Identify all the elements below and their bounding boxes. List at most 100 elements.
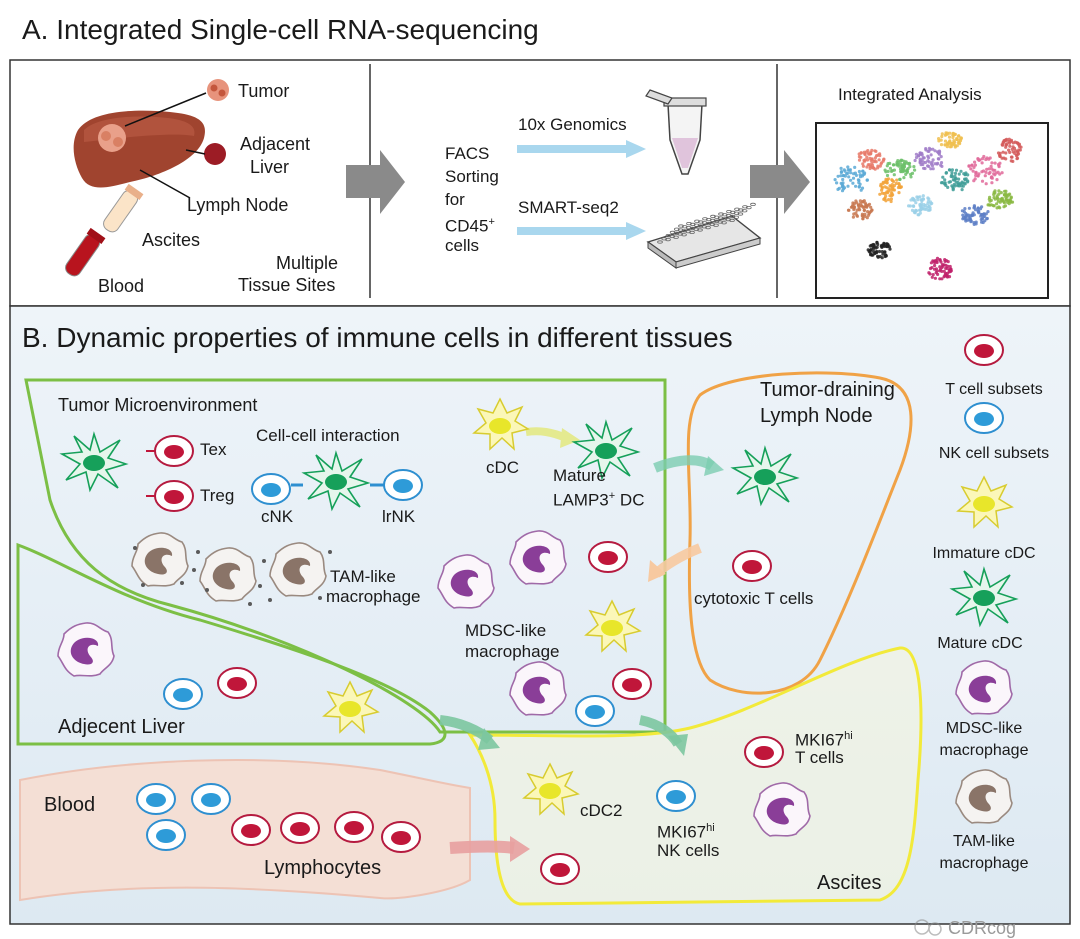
- nk-cell-blood-3: [146, 819, 186, 851]
- legend-mdsc-icon: [955, 660, 1013, 715]
- t-cell-tme-1: [588, 541, 628, 573]
- ascites-region-label: Ascites: [817, 872, 882, 894]
- t-cell-blood-4: [381, 821, 421, 853]
- mki67-t-label-1: MKI67hi: [795, 730, 853, 750]
- mdsc-label-1: MDSC-like: [465, 621, 547, 640]
- cdc-label: cDC: [486, 458, 520, 477]
- tumor-sample-icon: [207, 79, 229, 101]
- legend-nk-cell-label: NK cell subsets: [938, 445, 1050, 462]
- legend-t-cell-icon: [964, 334, 1004, 366]
- t-cell-blood-3: [334, 811, 374, 843]
- tumor-draining-label-1: Tumor-draining: [760, 379, 895, 401]
- eppendorf-tube-icon: [645, 89, 707, 175]
- well-plate-icon: [646, 202, 762, 269]
- tam-cell-2: [199, 547, 257, 602]
- tex-cell: [154, 435, 194, 467]
- adjacent-liver-region: [16, 542, 447, 746]
- genomics-label: 10x Genomics: [518, 115, 627, 134]
- panel-a-arrow-1: [346, 150, 405, 214]
- smartseq-arrow: [517, 222, 646, 240]
- adjacent-liver-label-2: Liver: [250, 157, 290, 177]
- legend-tam-label-2: macrophage: [939, 855, 1029, 872]
- legend-mdsc-label-2: macrophage: [939, 742, 1029, 759]
- facs-label-1: FACS: [445, 144, 490, 163]
- tumor-label: Tumor: [238, 81, 290, 101]
- blood-region-label: Blood: [44, 794, 96, 816]
- nk-cell-tme: [575, 695, 615, 727]
- multiple-tissue-label-2: Tissue Sites: [238, 275, 336, 295]
- lrnk-label: lrNK: [382, 507, 416, 526]
- lymph-node-label: Lymph Node: [187, 195, 289, 215]
- panel-b-title: B. Dynamic properties of immune cells in…: [22, 322, 733, 353]
- cnk-cell: [251, 473, 291, 505]
- mdsc-cell-2: [509, 530, 567, 585]
- facs-label-4: CD45+: [445, 216, 495, 236]
- treg-cell: [154, 480, 194, 512]
- t-cell-tme-2: [612, 668, 652, 700]
- cytotoxic-t-cell: [732, 550, 772, 582]
- mature-dc-label-1: Mature: [553, 466, 606, 485]
- tam-label-1: TAM-like: [330, 567, 396, 586]
- mdsc-label-2: macrophage: [465, 642, 560, 661]
- adjacent-liver-label-1: Adjacent: [240, 134, 311, 154]
- t-cell-blood-1: [231, 814, 271, 846]
- blood-label: Blood: [98, 276, 145, 296]
- lrnk-cell: [383, 469, 423, 501]
- migration-arrow-blood-ascites: [449, 840, 515, 854]
- legend-mdsc-label-1: MDSC-like: [945, 720, 1023, 737]
- watermark-logo-icon: [914, 919, 942, 936]
- blood-tube-icon: [65, 227, 106, 277]
- genomics-arrow: [517, 140, 646, 158]
- panel-a-arrow-2: [750, 150, 810, 214]
- legend-tam-label-1: TAM-like: [953, 833, 1015, 850]
- lymphocytes-label: Lymphocytes: [264, 857, 382, 879]
- mki67-nk-label-2: NK cells: [657, 841, 720, 860]
- umap-plot: [833, 131, 1023, 281]
- facs-label-2: Sorting: [445, 167, 499, 186]
- legend-t-cell-label: T cell subsets: [945, 381, 1043, 398]
- mature-dc-label-2: LAMP3+ DC: [553, 490, 645, 510]
- panel-a-title: A. Integrated Single-cell RNA-sequencing: [22, 14, 539, 45]
- nk-cell-blood-1: [136, 783, 176, 815]
- ascites-label: Ascites: [142, 230, 201, 250]
- legend-tam-icon: [955, 769, 1013, 824]
- ascites-tube-icon: [103, 183, 144, 233]
- nk-cell-liver: [163, 678, 203, 710]
- t-cell-blood-2: [280, 812, 320, 844]
- facs-label-3: for: [445, 190, 465, 209]
- legend-nk-cell-icon: [964, 402, 1004, 434]
- integrated-analysis-label: Integrated Analysis: [838, 85, 982, 104]
- liver-icon: [73, 110, 205, 188]
- mki67-nk-cell: [656, 780, 696, 812]
- facs-label-5: cells: [445, 236, 480, 255]
- tumor-microenvironment-label: Tumor Microenvironment: [58, 395, 258, 415]
- t-cell-ascites: [540, 853, 580, 885]
- adjacent-liver-sample-icon: [204, 143, 226, 165]
- mdsc-cell-1: [437, 554, 495, 609]
- mdsc-cell-liver: [57, 622, 115, 677]
- mki67-nk-label-1: MKI67hi: [657, 822, 715, 842]
- mdsc-cell-3: [509, 661, 567, 716]
- legend-mature-cdc-label: Mature cDC: [937, 635, 1023, 652]
- treg-label: Treg: [200, 486, 235, 505]
- tumor-draining-label-2: Lymph Node: [760, 405, 873, 427]
- mdsc-cell-ascites: [753, 782, 811, 837]
- multiple-tissue-label-1: Multiple: [275, 253, 338, 273]
- cnk-label: cNK: [261, 507, 294, 526]
- smartseq-label: SMART-seq2: [518, 198, 619, 217]
- legend-immature-cdc-label: Immature cDC: [932, 545, 1036, 562]
- watermark-text: CDRcog: [948, 918, 1017, 938]
- tex-label: Tex: [200, 440, 227, 459]
- mki67-t-label-2: T cells: [795, 748, 844, 767]
- t-cell-liver: [217, 667, 257, 699]
- tam-secretion-dots: [133, 546, 332, 606]
- tumor-microenvironment-region: [24, 378, 667, 734]
- adjacent-liver-region-label: Adjecent Liver: [58, 716, 185, 738]
- cytotoxic-t-label: cytotoxic T cells: [694, 589, 814, 608]
- tam-cell-3: [269, 542, 327, 597]
- lymph-node-region: [686, 371, 913, 695]
- mki67-t-cell: [744, 736, 784, 768]
- tam-cell-1: [131, 532, 189, 587]
- cdc2-label: cDC2: [580, 801, 623, 820]
